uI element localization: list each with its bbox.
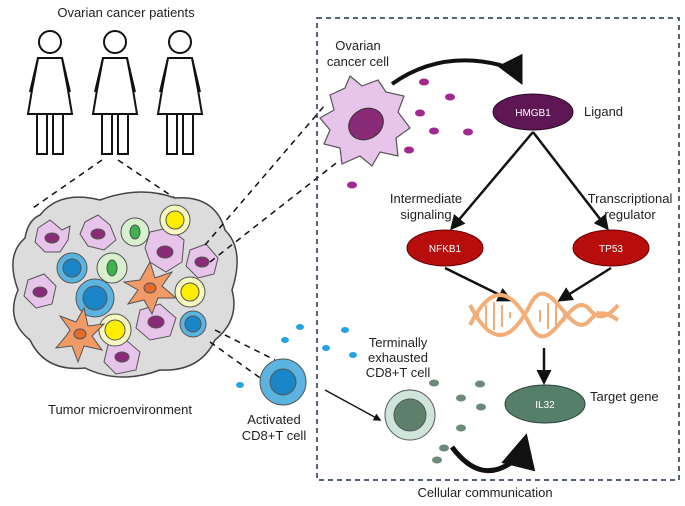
tme-label: Tumor microenvironment [48, 402, 192, 417]
nfkb1-label: NFKB1 [429, 244, 462, 255]
tme-connectors [204, 104, 341, 386]
patient-figure-2 [91, 30, 139, 155]
exhausted-label-line1: Terminally [369, 335, 428, 350]
patient-figure-1 [26, 30, 74, 155]
patients-label: Ovarian cancer patients [57, 5, 195, 20]
arrow-hmgb1-nfkb1 [450, 131, 534, 231]
ligand-label: Ligand [584, 104, 623, 119]
exhausted-label-line2: exhausted [368, 350, 428, 365]
activation-arrow [324, 389, 382, 421]
target-gene-label: Target gene [590, 389, 659, 404]
activated-tcell [259, 358, 307, 406]
exhausted-tcell [384, 389, 436, 441]
transcriptional-label-line1: Transcriptional [588, 191, 673, 206]
tp53-node: TP53 [572, 229, 650, 267]
hmgb1-label: HMGB1 [515, 108, 551, 119]
cellular-communication-label: Cellular communication [417, 485, 552, 500]
arrow-tp53-dna [557, 266, 612, 302]
ovarian-label-line1: Ovarian [335, 38, 381, 53]
il32-secreted-dots [429, 379, 486, 464]
exhausted-label-line3: CD8+T cell [366, 365, 431, 380]
hmgb1-secreted-dots [347, 78, 473, 189]
ovarian-cancer-cell [319, 75, 411, 167]
nfkb1-node: NFKB1 [406, 229, 484, 267]
intermediate-label-line1: Intermediate [390, 191, 462, 206]
hmgb1-node: HMGB1 [492, 93, 574, 131]
il32-node: IL32 [504, 384, 586, 424]
cellular-communication-box [316, 17, 680, 481]
arrow-hmgb1-tp53 [532, 131, 609, 231]
patient-figure-3 [156, 30, 204, 155]
activated-label-line1: Activated [247, 412, 300, 427]
transcriptional-label-line2: regulator [604, 207, 656, 222]
tp53-label: TP53 [599, 244, 623, 255]
dna-helix-icon [468, 291, 620, 339]
tcell-secreted-dots [236, 324, 357, 388]
il32-label: IL32 [535, 400, 555, 411]
signaling-arrow [449, 433, 536, 474]
ovarian-label-line2: cancer cell [327, 54, 389, 69]
secretion-arrow [390, 53, 523, 86]
tumor-microenvironment [12, 191, 238, 378]
activated-label-line2: CD8+T cell [242, 428, 307, 443]
intermediate-label-line2: signaling [400, 207, 451, 222]
